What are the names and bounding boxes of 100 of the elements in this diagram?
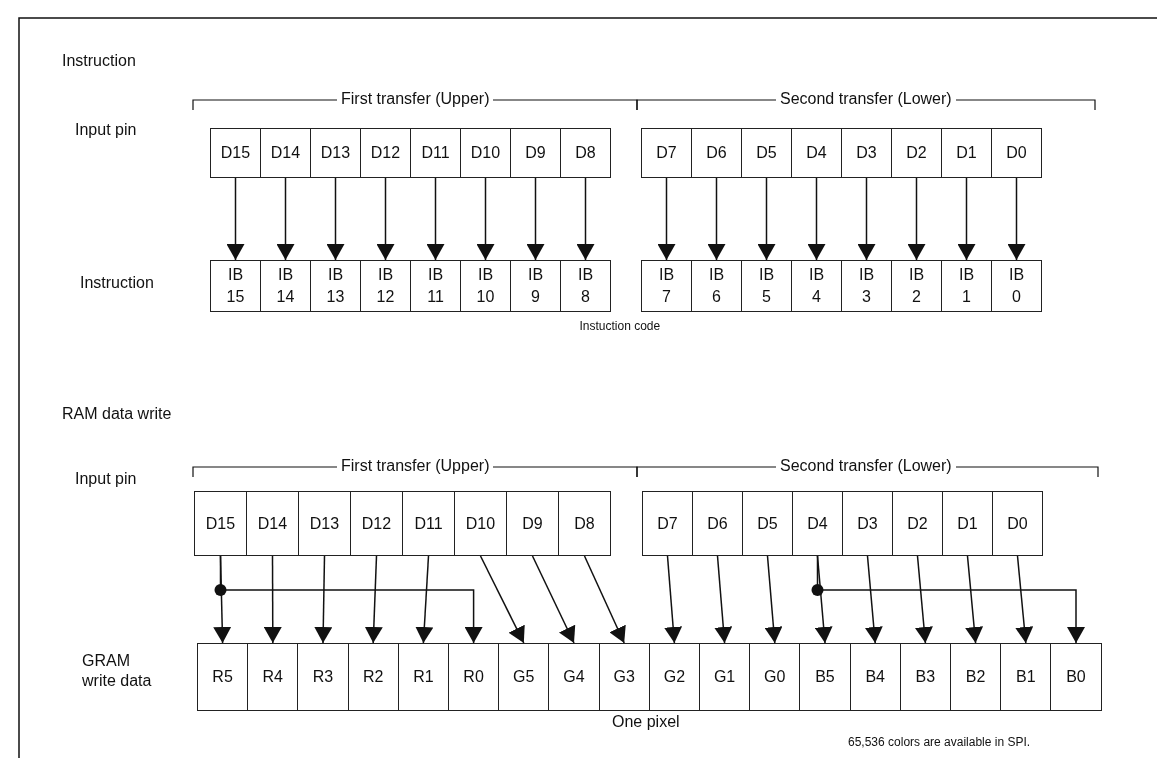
bit-cell: D11 [410,128,461,178]
arrow [526,177,545,261]
bit-cell: IB 2 [891,260,942,312]
bit-cell: IB 6 [691,260,742,312]
arrow [816,555,1085,644]
bit-cell: IB 7 [641,260,692,312]
note: 65,536 colors are available in SPI. [848,735,1031,749]
bit-cell: R0 [448,643,500,711]
bit-cell: D10 [460,128,511,178]
arrow [531,555,576,644]
bit-cell: D11 [402,491,455,556]
bit-cell: D15 [210,128,261,178]
bit-cell: R2 [347,643,399,711]
arrow [476,177,495,261]
bit-cell: D9 [506,491,559,556]
bit-cell: B4 [849,643,901,711]
row-label: Instruction [80,274,154,292]
arrow [376,177,395,261]
bit-cell: D4 [791,128,842,178]
arrow [364,555,383,644]
bit-cell: D13 [298,491,351,556]
bit-cell: IB 1 [941,260,992,312]
arrow [479,555,525,644]
bit-cell: D12 [360,128,411,178]
bit-cell: IB 0 [991,260,1042,312]
transfer-label: Second transfer (Lower) [776,457,956,475]
bit-cell: D14 [246,491,299,556]
bit-cell: IB 3 [841,260,892,312]
bit-cell: D15 [194,491,247,556]
arrow [1007,177,1026,261]
arrow [965,555,984,644]
bit-cell: G2 [648,643,700,711]
arrow [757,177,776,261]
row-label: Input pin [75,470,137,488]
bit-cell: D9 [510,128,561,178]
arrow [219,555,483,644]
bit-cell: D0 [991,128,1042,178]
bit-cell: D1 [942,491,993,556]
bit-cell: D3 [841,128,892,178]
bit-cell: D6 [691,128,742,178]
bit-cell: D6 [692,491,743,556]
bit-cell: G1 [699,643,751,711]
bit-cell: D8 [560,128,611,178]
bit-cell: G3 [598,643,650,711]
bit-cell: IB 5 [741,260,792,312]
bit-cell: IB 14 [260,260,311,312]
bit-cell: IB 4 [791,260,842,312]
bit-cell: IB 10 [460,260,511,312]
arrow [714,555,733,644]
bit-cell: IB 15 [210,260,261,312]
bit-cell: B2 [950,643,1002,711]
bit-cell: B0 [1050,643,1102,711]
arrow [657,177,676,261]
arrow [907,177,926,261]
transfer-label: First transfer (Upper) [337,90,494,108]
arrow [583,555,626,644]
bit-cell: D3 [842,491,893,556]
arrow [957,177,976,261]
bit-cell: IB 9 [510,260,561,312]
arrow [276,177,295,261]
arrow [664,555,683,644]
bit-cell: R5 [197,643,249,711]
section-heading: Instruction [62,52,136,70]
bit-cell: G5 [498,643,550,711]
bit-cell: D5 [742,491,793,556]
arrow [764,555,783,644]
bit-cell: D12 [350,491,403,556]
bit-cell: D1 [941,128,992,178]
bit-cell: G4 [548,643,600,711]
row-label: Input pin [75,121,137,139]
arrow [415,555,434,644]
bit-cell: G0 [749,643,801,711]
bit-cell: D14 [260,128,311,178]
bit-cell: IB 8 [560,260,611,312]
bit-cell: D7 [641,128,692,178]
bit-cell: R4 [247,643,299,711]
arrow [226,177,245,261]
arrow [576,177,595,261]
section-heading: RAM data write [62,405,172,423]
bit-cell: IB 12 [360,260,411,312]
bit-cell: D4 [792,491,843,556]
bit-cell: D8 [558,491,611,556]
bit-cell: R1 [397,643,449,711]
bit-cell: D10 [454,491,507,556]
bit-cell: B3 [899,643,951,711]
arrow [1015,555,1034,644]
arrow [426,177,445,261]
bit-cell: D2 [891,128,942,178]
bit-cell: R3 [297,643,349,711]
row-label: GRAM write data [82,651,152,691]
bit-cell: D2 [892,491,943,556]
bit-cell: D0 [992,491,1043,556]
arrow [857,177,876,261]
bit-cell: B1 [1000,643,1052,711]
bit-cell: D7 [642,491,693,556]
bit-cell: IB 11 [410,260,461,312]
arrow [915,555,933,644]
bit-cell: B5 [799,643,851,711]
arrow [864,555,883,644]
arrow [263,555,282,644]
